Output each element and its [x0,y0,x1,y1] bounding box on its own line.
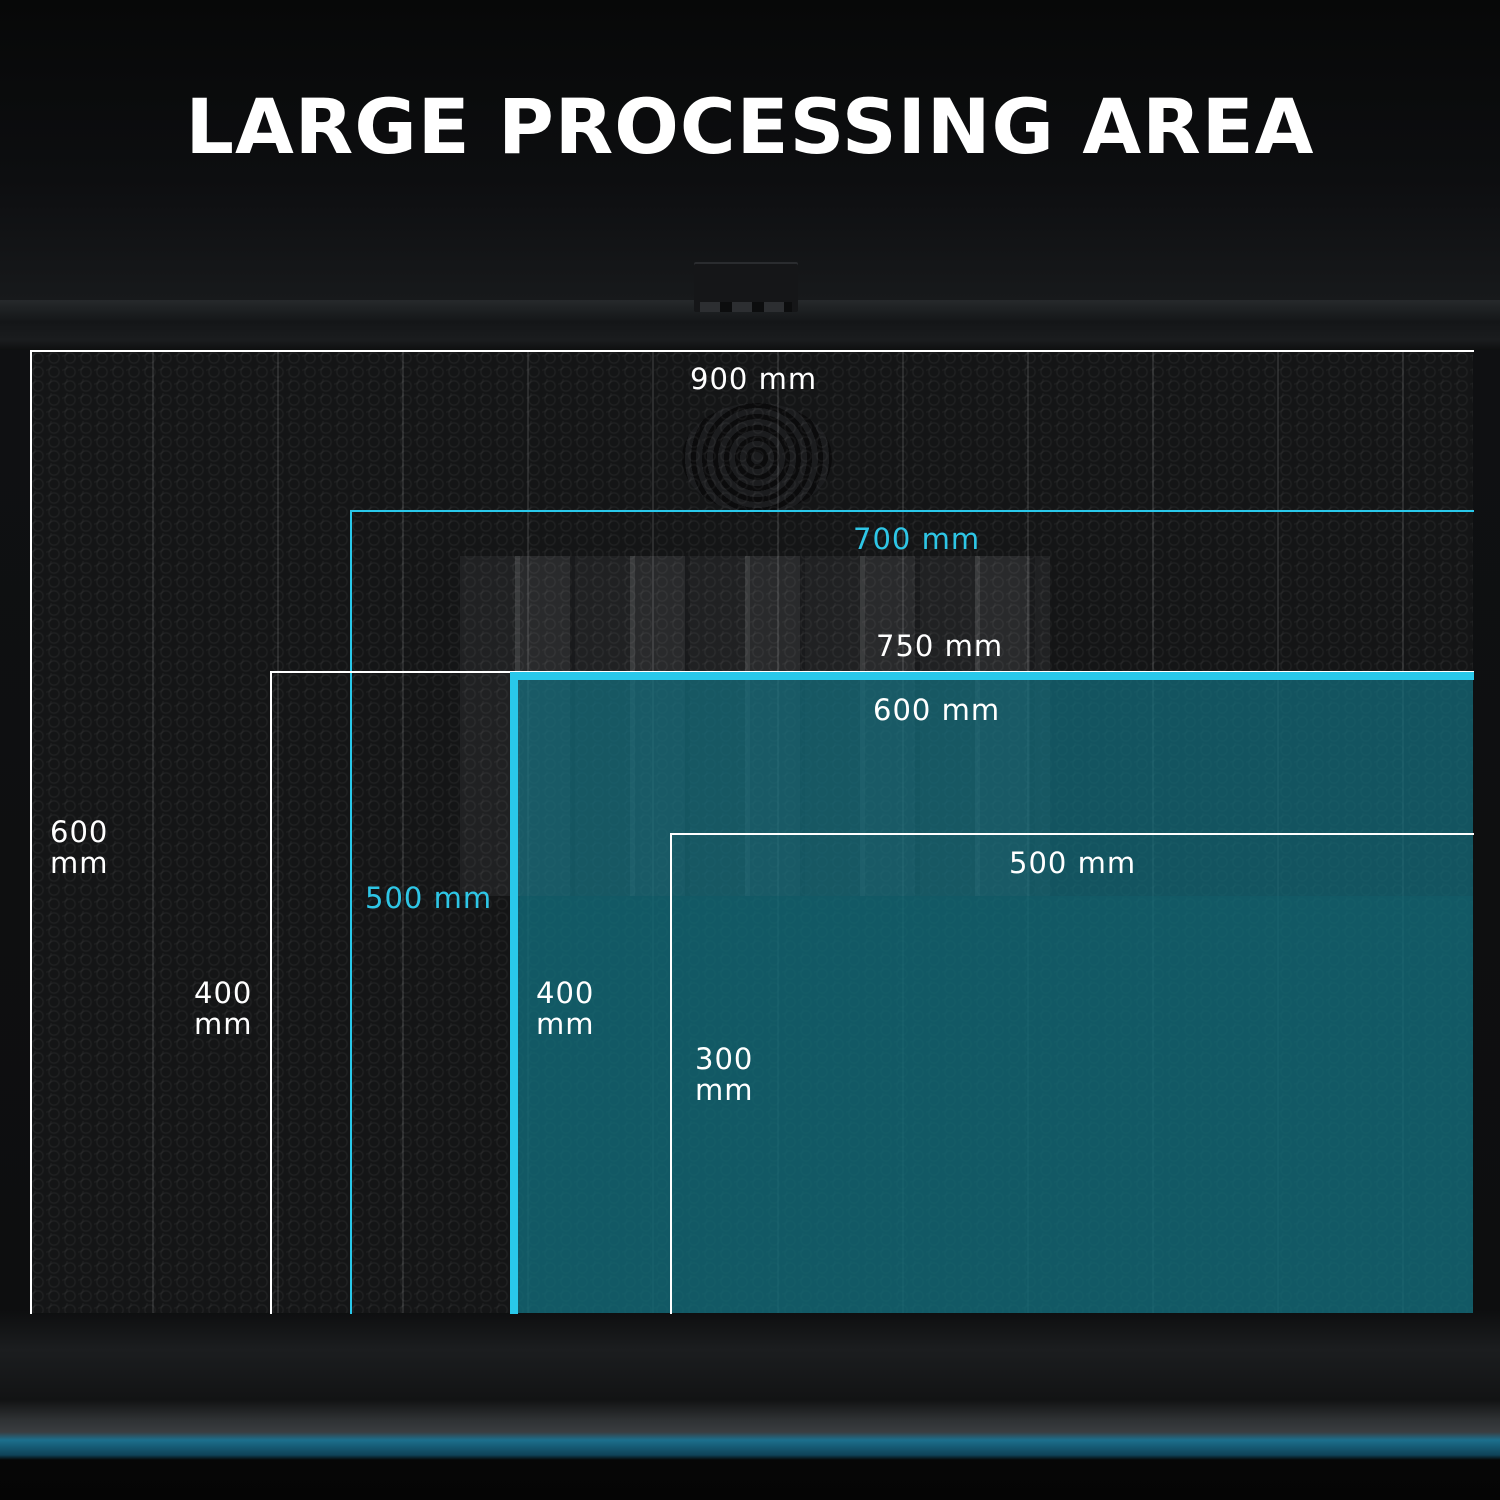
height-label-600: 600 mm [50,815,109,880]
width-label-500: 500 mm [1009,846,1137,880]
area-600x400-fill [513,679,1473,1313]
width-label-600: 600 mm [873,693,1001,727]
width-label-900: 900 mm [690,362,818,396]
height-label-300: 300 mm [695,1042,754,1107]
area-600x400-outline [510,672,1474,1314]
height-label-400-right: 400 mm [536,976,595,1041]
width-label-700: 700 mm [853,522,981,556]
area-500x300-outline [670,833,1474,1314]
area-700x500-outline [350,510,1474,1314]
height-label-400-left: 400 mm [194,976,253,1041]
area-900x600-outline [30,350,1474,1314]
exhaust-fan-icon [682,403,832,513]
page-title: LARGE PROCESSING AREA [185,82,1315,171]
rail-clip-icon [694,262,798,312]
width-label-750: 750 mm [876,629,1004,663]
area-500x300-fill [513,896,1473,1313]
height-label-500-cyan: 500 mm [365,881,493,915]
